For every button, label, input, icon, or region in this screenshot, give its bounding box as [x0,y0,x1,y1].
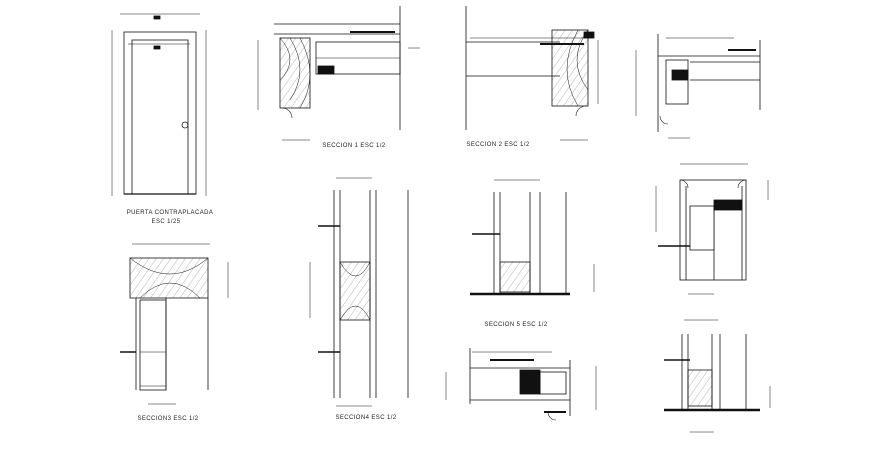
section-2-label: SECCION 2 ESC 1/2 [466,142,530,148]
door-title: PUERTA CONTRAPLACADA [126,210,214,216]
door-scale: ESC 1/25 [151,219,181,225]
section-2-detail [465,6,599,141]
section-1-label: SECCION 1 ESC 1/2 [322,143,386,149]
section-3-label: SECCION3 ESC 1/2 [137,416,199,422]
section-4-label: SECCION4 ESC 1/2 [335,415,397,421]
section-1-detail [257,6,420,141]
door-elevation [111,13,207,196]
section-4-detail [309,177,409,407]
jamb-detail-top-right [635,34,761,139]
door-knob-icon [181,121,189,129]
section-5-label: SECCION 5 ESC 1/2 [484,322,548,328]
section-3-detail [120,243,229,405]
jamb-detail-middle-right [655,163,769,295]
threshold-detail-bottom-center [445,348,597,421]
jamb-detail-bottom-right [664,319,771,433]
section-5-detail [470,179,595,296]
